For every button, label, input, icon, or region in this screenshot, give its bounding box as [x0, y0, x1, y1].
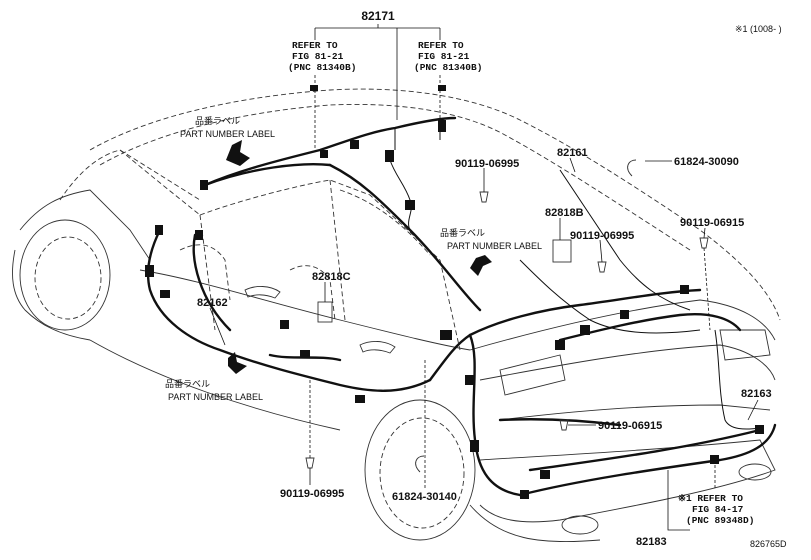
- part-number-61824-30140: 61824-30140: [392, 491, 457, 503]
- part-number-82183: 82183: [636, 536, 667, 548]
- drawing-code: 826765D: [750, 539, 787, 549]
- pnl-top-en: PART NUMBER LABEL: [180, 129, 275, 139]
- refer-right-line1: REFER TO: [418, 40, 464, 51]
- refer-bottom-line2: FIG 84-17: [692, 504, 744, 515]
- label-arrows: [226, 140, 492, 374]
- pnl-mid-en: PART NUMBER LABEL: [447, 241, 542, 251]
- arrow-icon: [228, 352, 247, 374]
- refer-left-line3: (PNC 81340B): [288, 62, 356, 73]
- pnl-left-en: PART NUMBER LABEL: [168, 392, 263, 402]
- leader-lines: [209, 24, 759, 531]
- part-labels: ※1 (1008- ) 82171 REFER TO FIG 81-21 (PN…: [165, 9, 787, 549]
- refer-left-line1: REFER TO: [292, 40, 338, 51]
- part-number-82818b: 82818B: [545, 207, 584, 219]
- pnl-mid-jp: 品番ラベル: [440, 227, 485, 238]
- part-number-90119-06995-a: 90119-06995: [455, 158, 519, 170]
- refer-bottom-line3: (PNC 89348D): [686, 515, 754, 526]
- refer-bottom-line1: ※1 REFER TO: [678, 493, 743, 504]
- part-number-90119-06995-c: 90119-06995: [280, 488, 344, 500]
- car-body-outline: [12, 88, 781, 543]
- part-number-90119-06915-a: 90119-06915: [680, 217, 744, 229]
- part-number-90119-06915-b: 90119-06915: [598, 420, 662, 432]
- corner-note: ※1 (1008- ): [735, 24, 782, 34]
- part-number-82818c: 82818C: [312, 271, 351, 283]
- part-number-82162: 82162: [197, 297, 228, 309]
- part-number-82161: 82161: [557, 147, 588, 159]
- pnl-left-jp: 品番ラベル: [165, 378, 210, 389]
- arrow-icon: [226, 140, 250, 166]
- refer-left-line2: FIG 81-21: [292, 51, 344, 62]
- refer-right-line3: (PNC 81340B): [414, 62, 482, 73]
- pnl-top-jp: 品番ラベル: [195, 115, 240, 126]
- refer-right-line2: FIG 81-21: [418, 51, 470, 62]
- part-number-82163: 82163: [741, 388, 772, 400]
- hardware-glyphs: [305, 85, 709, 473]
- wire-harness-paths: [146, 116, 777, 497]
- part-number-61824-30090: 61824-30090: [674, 156, 739, 168]
- arrow-icon: [470, 255, 492, 276]
- part-number-82171: 82171: [361, 9, 395, 23]
- part-number-90119-06995-b: 90119-06995: [570, 230, 634, 242]
- connectors: [145, 120, 764, 499]
